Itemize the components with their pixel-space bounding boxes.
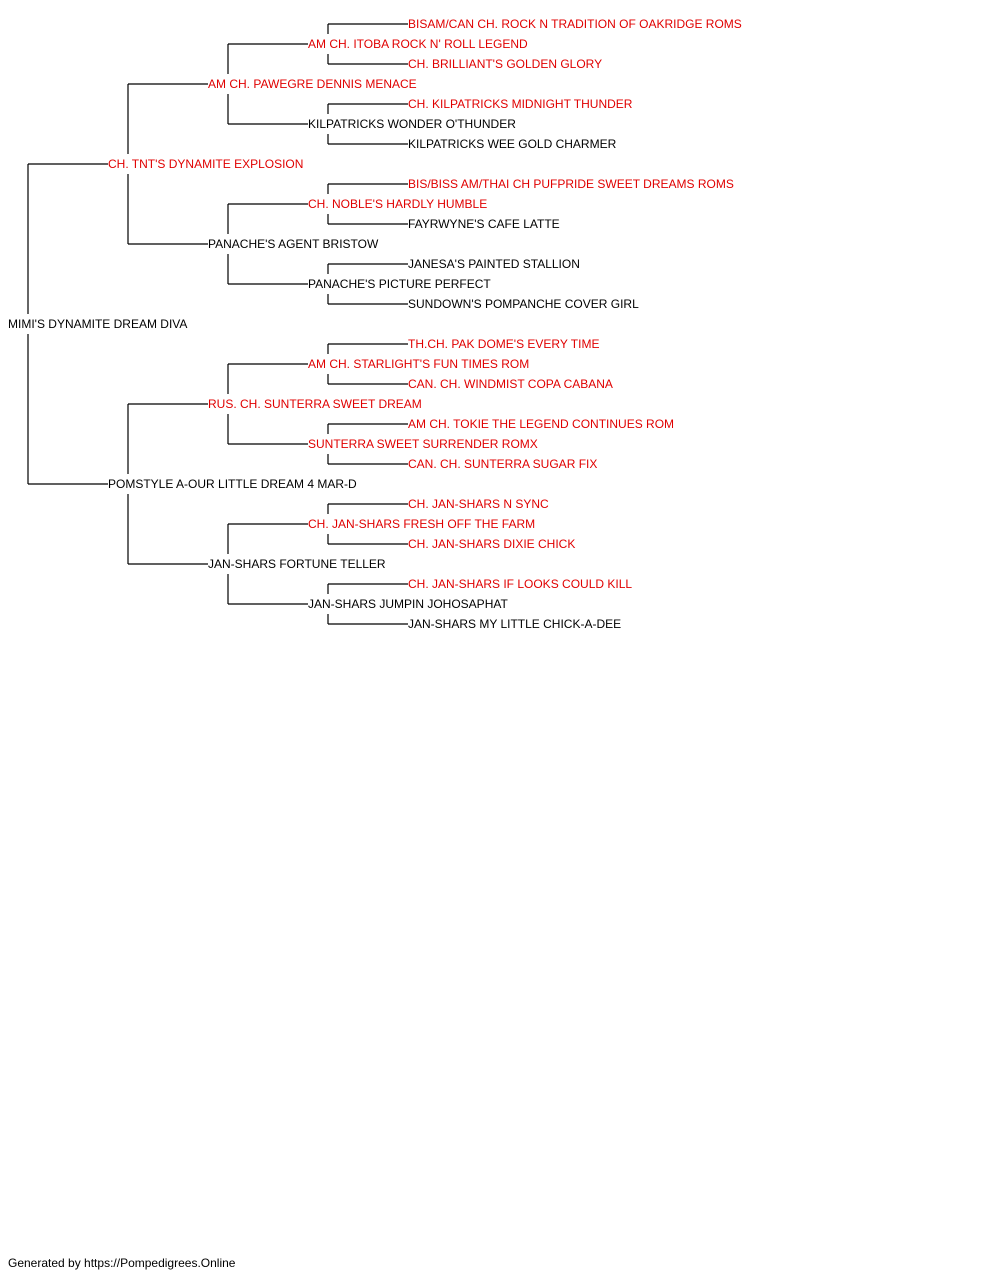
pedigree-connector-lines: [27, 23, 408, 625]
dog-name-gen3: KILPATRICKS WONDER O'THUNDER: [308, 117, 516, 131]
generated-by-footer: Generated by https://Pompedigrees.Online: [8, 1256, 236, 1270]
dog-name-gen3: SUNTERRA SWEET SURRENDER ROMX: [308, 437, 538, 451]
dog-name-gen2: PANACHE'S AGENT BRISTOW: [208, 237, 379, 251]
dog-name-gen2: AM CH. PAWEGRE DENNIS MENACE: [208, 77, 417, 91]
dog-name-gen4: AM CH. TOKIE THE LEGEND CONTINUES ROM: [408, 417, 674, 431]
dog-name-gen4: CAN. CH. WINDMIST COPA CABANA: [408, 377, 613, 391]
dog-name-gen4: KILPATRICKS WEE GOLD CHARMER: [408, 137, 617, 151]
dog-name-gen0: MIMI'S DYNAMITE DREAM DIVA: [8, 317, 187, 331]
dog-name-gen4: CH. JAN-SHARS DIXIE CHICK: [408, 537, 575, 551]
dog-name-gen3: CH. JAN-SHARS FRESH OFF THE FARM: [308, 517, 535, 531]
dog-name-gen4: JANESA'S PAINTED STALLION: [408, 257, 580, 271]
dog-name-gen4: JAN-SHARS MY LITTLE CHICK-A-DEE: [408, 617, 621, 631]
dog-name-gen4: CH. KILPATRICKS MIDNIGHT THUNDER: [408, 97, 633, 111]
dog-name-gen3: PANACHE'S PICTURE PERFECT: [308, 277, 491, 291]
dog-name-gen3: AM CH. ITOBA ROCK N' ROLL LEGEND: [308, 37, 528, 51]
dog-name-gen4: CH. JAN-SHARS IF LOOKS COULD KILL: [408, 577, 632, 591]
dog-name-gen4: TH.CH. PAK DOME'S EVERY TIME: [408, 337, 599, 351]
dog-name-gen4: CH. JAN-SHARS N SYNC: [408, 497, 549, 511]
dog-name-gen4: FAYRWYNE'S CAFE LATTE: [408, 217, 560, 231]
dog-name-gen3: AM CH. STARLIGHT'S FUN TIMES ROM: [308, 357, 529, 371]
dog-name-gen4: BISAM/CAN CH. ROCK N TRADITION OF OAKRID…: [408, 17, 742, 31]
dog-name-gen4: BIS/BISS AM/THAI CH PUFPRIDE SWEET DREAM…: [408, 177, 734, 191]
dog-name-gen4: CH. BRILLIANT'S GOLDEN GLORY: [408, 57, 602, 71]
dog-name-gen4: SUNDOWN'S POMPANCHE COVER GIRL: [408, 297, 639, 311]
dog-name-gen3: CH. NOBLE'S HARDLY HUMBLE: [308, 197, 487, 211]
pedigree-name-labels: MIMI'S DYNAMITE DREAM DIVA CH. TNT'S DYNA…: [8, 17, 742, 631]
dog-name-gen2: JAN-SHARS FORTUNE TELLER: [208, 557, 386, 571]
dog-name-gen1: CH. TNT'S DYNAMITE EXPLOSION: [108, 157, 303, 171]
dog-name-gen3: JAN-SHARS JUMPIN JOHOSAPHAT: [308, 597, 508, 611]
dog-name-gen2: RUS. CH. SUNTERRA SWEET DREAM: [208, 397, 422, 411]
dog-name-gen4: CAN. CH. SUNTERRA SUGAR FIX: [408, 457, 597, 471]
dog-name-gen1: POMSTYLE A-OUR LITTLE DREAM 4 MAR-D: [108, 477, 357, 491]
